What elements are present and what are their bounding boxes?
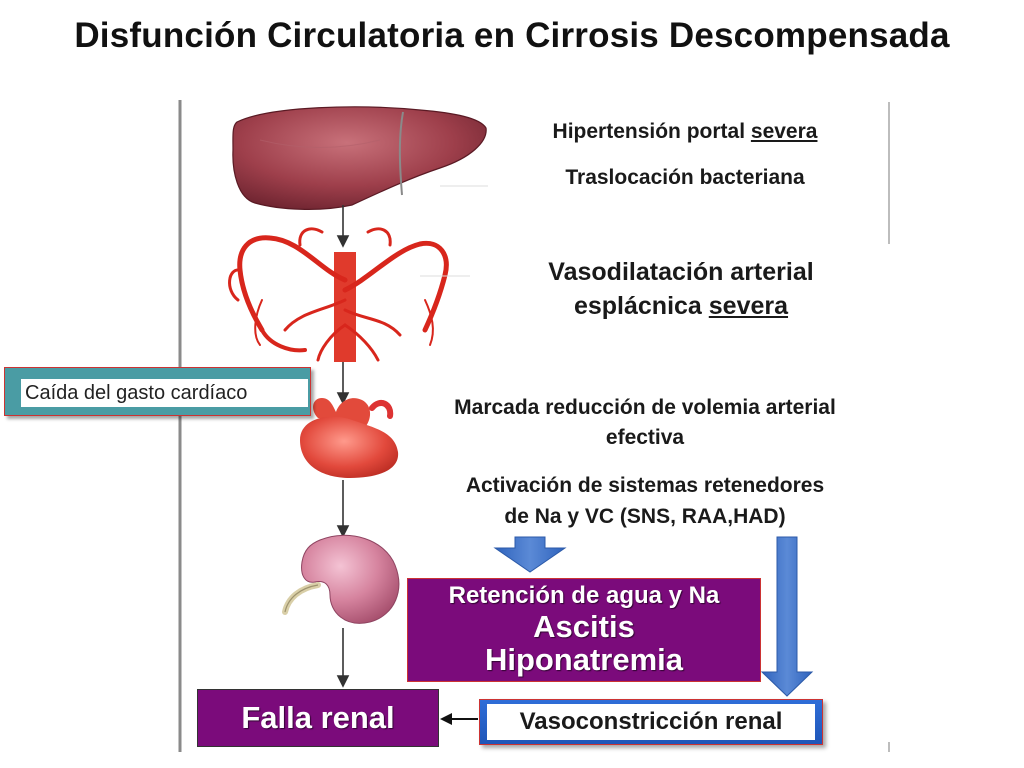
flow-arrows (336, 205, 350, 688)
vasoconstriccion-box: Vasoconstricción renal (479, 699, 823, 745)
vasodilatacion-text: Vasodilatación arterial esplácnica sever… (548, 258, 814, 320)
volemia-text: Marcada reducción de volemia arterial ef… (454, 396, 836, 449)
caida-gasto-label: Caída del gasto cardíaco (21, 379, 308, 407)
activacion-text: Activación de sistemas retenedores de Na… (465, 474, 825, 528)
caida-gasto-box: Caída del gasto cardíaco (4, 367, 311, 416)
left-arrow (440, 713, 478, 725)
traslocacion-text: Traslocación bacteriana (565, 166, 805, 189)
kidney-illustration (282, 534, 400, 624)
retencion-label: Retención de agua y Na (448, 582, 720, 609)
retencion-box: Retención de agua y Na Ascitis Hiponatre… (407, 578, 761, 682)
liver-illustration (232, 106, 487, 210)
ascitis-label: Ascitis (533, 609, 635, 644)
falla-renal-box: Falla renal (197, 689, 439, 747)
small-blue-down-arrow (493, 536, 567, 573)
vasoconstriccion-label: Vasoconstricción renal (487, 704, 815, 740)
long-blue-down-arrow (760, 536, 814, 697)
heart-illustration (300, 398, 399, 478)
hiponatremia-label: Hiponatremia (484, 642, 684, 677)
hipertension-text: Hipertensión portal severa (552, 120, 818, 143)
splanchnic-vessels-illustration (228, 227, 449, 362)
slide-title: Disfunción Circulatoria en Cirrosis Desc… (74, 16, 950, 55)
